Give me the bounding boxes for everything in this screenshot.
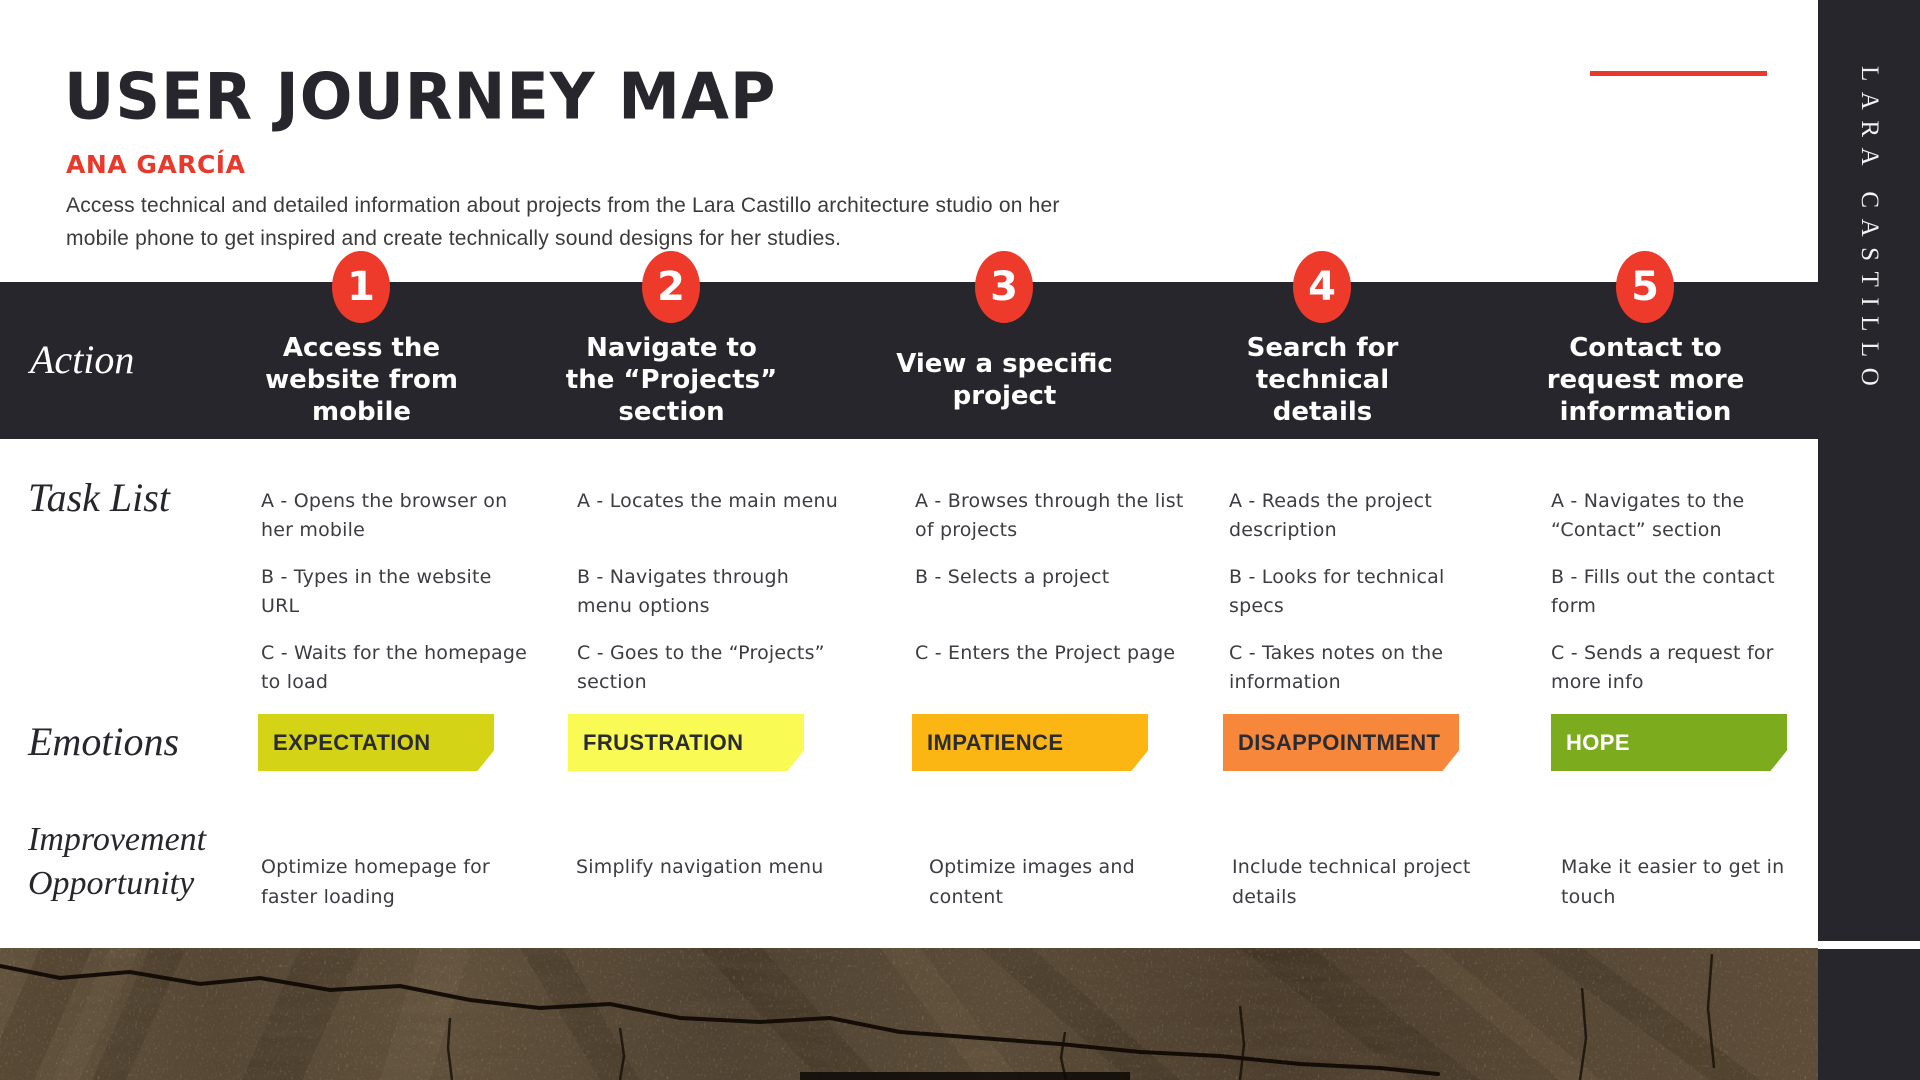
action-step-5: Contact to request more information: [1546, 333, 1745, 427]
row-label-improvement-opportunity: Improvement Opportunity: [28, 818, 206, 906]
task-column-2: A - Locates the main menu B - Navigates …: [577, 487, 849, 715]
task-column-4: A - Reads the project description B - Lo…: [1229, 487, 1501, 715]
row-label-action: Action: [30, 337, 135, 382]
task-item: A - Browses through the list of projects: [915, 490, 1184, 541]
improvement-step-2: Simplify navigation menu: [576, 856, 824, 878]
task-item: C - Takes notes on the information: [1229, 642, 1444, 693]
improvement-step-1: Optimize homepage for faster loading: [261, 856, 490, 908]
row-label-improvement-line1: Improvement: [28, 821, 207, 858]
task-item: C - Goes to the “Projects” section: [577, 642, 825, 693]
red-accent-line-top: [1590, 71, 1767, 76]
improvement-step-4: Include technical project details: [1232, 856, 1471, 908]
task-item: B - Navigates through menu options: [577, 566, 789, 617]
step-5-badge: 5: [1616, 251, 1674, 323]
step-3-badge: 3: [975, 251, 1033, 323]
emotion-banner-frustration: FRUSTRATION: [568, 714, 804, 771]
row-label-improvement-line2: Opportunity: [28, 865, 195, 902]
task-item: A - Opens the browser on her mobile: [261, 490, 508, 541]
page-title: USER JOURNEY MAP: [64, 58, 777, 134]
task-column-1: A - Opens the browser on her mobile B - …: [261, 487, 533, 715]
task-item: A - Reads the project description: [1229, 490, 1432, 541]
persona-goal: Access technical and detailed informatio…: [66, 194, 1060, 250]
row-label-emotions: Emotions: [28, 719, 180, 764]
sidebar-divider: [1818, 941, 1920, 949]
task-item: B - Selects a project: [915, 566, 1110, 588]
step-2-badge: 2: [642, 251, 700, 323]
task-item: C - Waits for the homepage to load: [261, 642, 527, 693]
row-label-task-list: Task List: [28, 475, 170, 520]
emotion-banner-disappointment: DISAPPOINTMENT: [1223, 714, 1459, 771]
wood-texture-footer: [0, 948, 1818, 1080]
step-1-badge: 1: [332, 251, 390, 323]
emotion-banner-impatience: IMPATIENCE: [912, 714, 1148, 771]
emotion-banner-expectation: EXPECTATION: [258, 714, 494, 771]
task-item: C - Enters the Project page: [915, 642, 1176, 664]
task-item: B - Looks for technical specs: [1229, 566, 1445, 617]
persona-name: ANA GARCÍA: [66, 149, 246, 179]
action-step-2: Navigate to the “Projects” section: [565, 333, 778, 427]
brand-name-vertical: LARA CASTILLO: [1856, 66, 1883, 397]
step-1-number: 1: [347, 264, 375, 310]
task-column-3: A - Browses through the list of projects…: [915, 487, 1187, 715]
task-item: B - Fills out the contact form: [1551, 566, 1775, 617]
step-4-badge: 4: [1293, 251, 1351, 323]
step-3-number: 3: [990, 264, 1018, 310]
step-5-number: 5: [1631, 264, 1659, 310]
task-item: A - Navigates to the “Contact” section: [1551, 490, 1745, 541]
action-row-band: [0, 282, 1818, 439]
task-column-5: A - Navigates to the “Contact” section B…: [1551, 487, 1823, 715]
step-2-number: 2: [657, 264, 685, 310]
task-item: C - Sends a request for more info: [1551, 642, 1774, 693]
emotion-banner-hope: HOPE: [1551, 714, 1787, 771]
step-4-number: 4: [1308, 264, 1336, 310]
action-step-4: Search for technical details: [1246, 333, 1399, 427]
task-item: B - Types in the website URL: [261, 566, 492, 617]
action-step-1: Access the website from mobile: [265, 333, 458, 427]
task-item: A - Locates the main menu: [577, 490, 838, 512]
wood-texture-image: [0, 948, 1818, 1080]
improvement-step-3: Optimize images and content: [929, 856, 1135, 908]
brand-sidebar: LARA CASTILLO: [1818, 0, 1920, 1080]
improvement-step-5: Make it easier to get in touch: [1561, 856, 1785, 908]
action-step-3: View a specific project: [896, 349, 1113, 411]
